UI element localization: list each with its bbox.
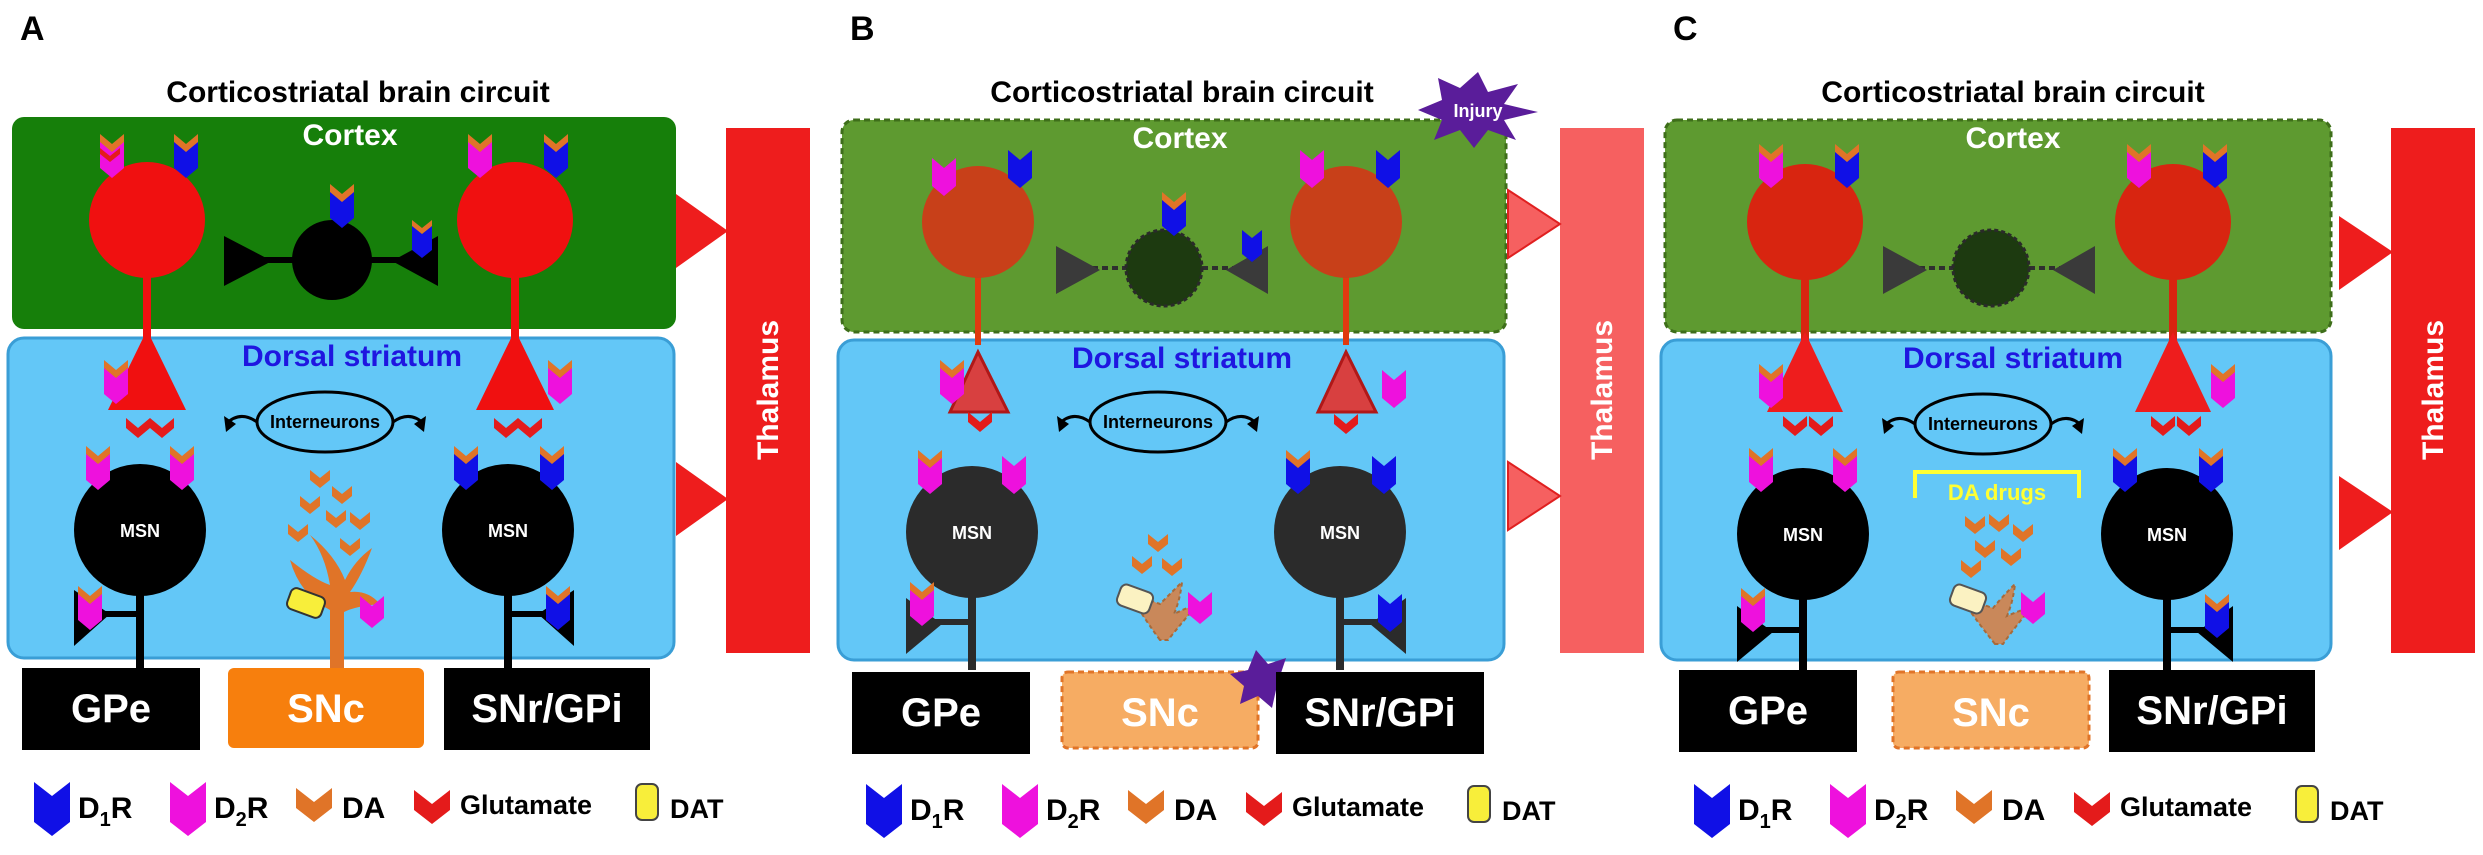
panel-b: B Corticostriatal brain circuit Cortex I… [828, 0, 1656, 855]
interneurons-label: Interneurons [1103, 412, 1213, 432]
panel-c: C Corticostriatal brain circuit Cortex D… [1655, 0, 2483, 855]
interneuron-terminal-left [224, 236, 272, 286]
striatum-label: Dorsal striatum [242, 340, 462, 373]
gpe-box [22, 668, 200, 750]
snc-injury-burst [1230, 650, 1296, 708]
thalamus-arrow-lower [676, 462, 728, 536]
thalamus-bar [2391, 128, 2475, 653]
cortical-interneuron [292, 220, 372, 300]
pyramidal-neuron-right [1290, 166, 1402, 278]
snr-gpi-label: SNr/GPi [2136, 689, 2287, 733]
gpe-label: GPe [901, 691, 981, 735]
msn-right-label: MSN [488, 521, 528, 541]
dopamine-terminal [286, 470, 384, 668]
panel-a: A Corticostriatal brain circuit Cortex D… [0, 0, 828, 855]
snc-label: SNc [1952, 691, 2030, 735]
interneuron-terminal-left [1056, 246, 1100, 294]
msn-right [442, 464, 574, 596]
thalamus-label: Thalamus [2417, 320, 2450, 460]
dopamine-terminal [1948, 514, 2045, 645]
axon-terminal-right [1315, 348, 1379, 414]
gpe-box [852, 672, 1030, 754]
snr-gpi-box [2109, 670, 2315, 752]
dopamine-terminal [1115, 534, 1212, 641]
interneuron-terminal-right [1226, 246, 1268, 294]
msn-right-label: MSN [1320, 523, 1360, 543]
axon-terminal-right [476, 330, 554, 410]
striatum-label: Dorsal striatum [1072, 342, 1292, 375]
snc-box [1060, 670, 1260, 750]
msn-left-label: MSN [952, 523, 992, 543]
interneuron-terminal-right [2053, 246, 2095, 294]
receptor-cluster-cortex-a [100, 134, 568, 258]
thalamus-bar [726, 128, 810, 653]
thalamus-label: Thalamus [752, 320, 785, 460]
snr-gpi-label: SNr/GPi [1304, 691, 1455, 735]
thalamus-arrow-upper [1507, 188, 1562, 260]
receptor-cluster-striatum-c [1759, 364, 2235, 436]
msn-left-label: MSN [120, 521, 160, 541]
msn-right-label: MSN [2147, 525, 2187, 545]
pyramidal-neuron-right [2115, 164, 2231, 280]
injury-burst [1418, 72, 1538, 148]
receptor-cluster-cortex-c [1759, 144, 2227, 188]
receptor-cluster-msn-b [910, 450, 1402, 632]
receptor-cluster-msn-a [78, 446, 570, 630]
thalamus-arrow-lower [2339, 476, 2393, 550]
receptor-cluster-striatum-b [940, 360, 1406, 434]
receptor-cluster-striatum-a [104, 360, 572, 438]
snr-gpi-box [444, 668, 650, 750]
cortical-interneuron [1124, 228, 1204, 308]
snc-label: SNc [1121, 691, 1199, 735]
axon-terminal-right [2135, 332, 2211, 412]
panel-title: Corticostriatal brain circuit [990, 76, 1373, 109]
pyramidal-neuron-left [1747, 164, 1863, 280]
cortex-label: Cortex [302, 119, 397, 152]
cortex-label: Cortex [1132, 122, 1227, 155]
axon-terminal-left [1767, 332, 1843, 412]
gpe-box [1679, 670, 1857, 752]
cortical-interneuron [1951, 228, 2031, 308]
snc-box [228, 668, 424, 748]
msn-right [2101, 468, 2233, 600]
cortex-label: Cortex [1965, 122, 2060, 155]
panel-letter: B [850, 10, 875, 48]
thalamus-label: Thalamus [1586, 320, 1619, 460]
thalamus-bar [1560, 128, 1644, 653]
gpe-label: GPe [1728, 689, 1808, 733]
gpe-label: GPe [71, 687, 151, 731]
injury-label: Injury [1453, 101, 1502, 121]
receptor-cluster-cortex-b [932, 150, 1400, 262]
msn-left [1737, 468, 1869, 600]
snr-gpi-box [1276, 672, 1484, 754]
thalamus-arrow-upper [676, 194, 728, 268]
panel-letter: C [1673, 10, 1698, 48]
thalamus-arrow-upper [2339, 216, 2393, 290]
receptor-cluster-msn-c [1741, 448, 2229, 638]
interneurons-label: Interneurons [1928, 414, 2038, 434]
snc-label: SNc [287, 687, 365, 731]
interneurons-label: Interneurons [270, 412, 380, 432]
pyramidal-neuron-right [457, 162, 573, 278]
msn-right [1274, 466, 1406, 598]
panel-title: Corticostriatal brain circuit [1821, 76, 2204, 109]
interneuron-terminal-left [1883, 246, 1927, 294]
panel-a-diagram: A Corticostriatal brain circuit Cortex D… [6, 10, 810, 750]
da-drugs-bracket [1913, 470, 2081, 498]
pyramidal-neuron-left [922, 166, 1034, 278]
striatum-label: Dorsal striatum [1903, 342, 2123, 375]
panel-title: Corticostriatal brain circuit [166, 76, 549, 109]
msn-left-label: MSN [1783, 525, 1823, 545]
da-drugs-label: DA drugs [1948, 480, 2046, 505]
snc-box [1891, 670, 2091, 750]
msn-left [906, 466, 1038, 598]
panel-b-diagram: B Corticostriatal brain circuit Cortex I… [836, 10, 1644, 754]
pyramidal-neuron-left [89, 162, 205, 278]
snr-gpi-label: SNr/GPi [471, 687, 622, 731]
thalamus-arrow-lower [1507, 460, 1562, 532]
msn-left [74, 464, 206, 596]
panel-c-diagram: C Corticostriatal brain circuit Cortex D… [1659, 10, 2475, 752]
panel-letter: A [20, 10, 45, 48]
